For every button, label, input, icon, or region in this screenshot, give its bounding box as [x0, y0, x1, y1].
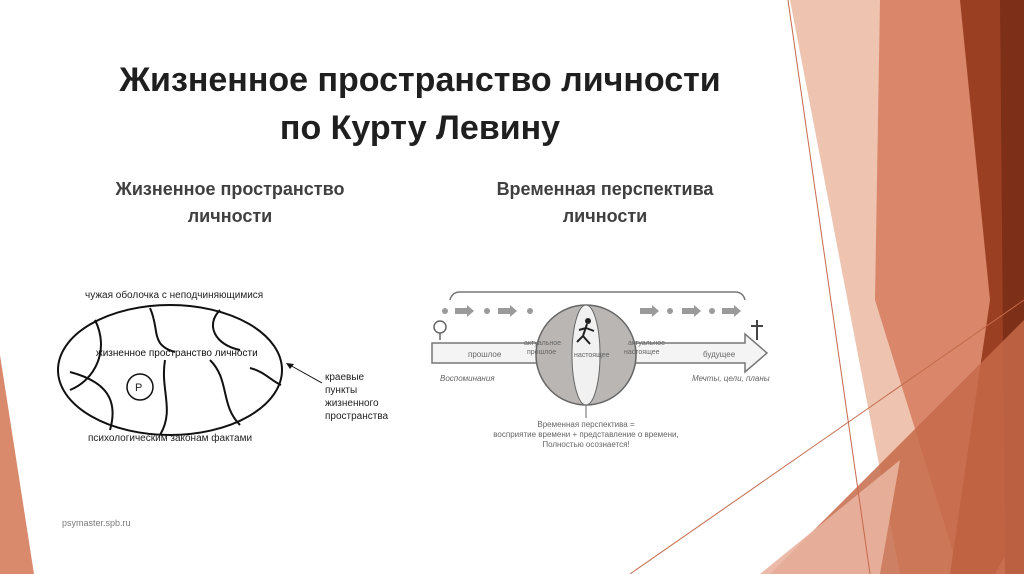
pointer-line — [287, 363, 323, 384]
title-line-2: по Курту Левину — [279, 109, 561, 147]
cross-icon — [751, 320, 763, 340]
edge-label-line-2: пункты — [325, 385, 357, 396]
label-actual-past-1: актуальное — [524, 340, 561, 347]
slide-title: Жизненное пространство личности по Курту… — [60, 56, 780, 152]
right-panel-bottom — [770, 320, 1024, 574]
caption-line-3: Полностью осознается! — [542, 440, 629, 449]
life-space-outline — [57, 304, 283, 436]
thin-line-1 — [787, 0, 871, 574]
label-psych-laws: психологическим законам фактами — [88, 432, 252, 444]
region-boundary — [69, 319, 102, 391]
label-actual-present-2: настоящее — [624, 349, 660, 356]
label-future: будущее — [703, 350, 736, 359]
running-figure-icon — [576, 318, 595, 345]
right-heading: Временная перспектива личности — [496, 179, 714, 226]
label-memories: Воспоминания — [440, 374, 495, 383]
life-space-diagram — [57, 304, 323, 436]
label-alien-shell: чужая оболочка с неподчиняющимися — [85, 289, 263, 301]
edge-label-line-1: краевые — [325, 372, 365, 383]
dotted-arrow-row — [442, 305, 741, 317]
thin-line-2 — [629, 299, 1024, 574]
person-circle — [126, 373, 154, 401]
pointer-arrowhead — [286, 363, 294, 369]
label-life-space: жизненное пространство личности — [96, 348, 258, 359]
left-heading: Жизненное пространство личности — [115, 179, 345, 226]
region-boundary — [209, 359, 241, 426]
label-present: настоящее — [574, 352, 610, 359]
caption-line-2: восприятие времени + представление о вре… — [493, 430, 678, 439]
time-perspective-diagram: прошлое актуальное прошлое настоящее акт… — [431, 291, 770, 449]
region-boundary — [149, 307, 176, 353]
person-label: Р — [135, 382, 142, 394]
region-boundary — [159, 359, 168, 436]
left-corner-shape — [0, 355, 34, 574]
caption-line-1: Временная перспектива = — [537, 420, 635, 429]
label-actual-past-2: прошлое — [527, 349, 556, 356]
right-panel-bottom-light — [760, 460, 900, 574]
footer-source: psymaster.spb.ru — [62, 518, 131, 528]
title-line-1: Жизненное пространство личности — [119, 61, 721, 99]
head-icon — [433, 320, 447, 340]
region-boundary — [211, 309, 241, 351]
top-brace — [449, 291, 746, 301]
region-boundary — [69, 371, 114, 431]
edge-label-line-3: жизненного — [325, 398, 379, 409]
label-dreams: Мечты, цели, планы — [692, 374, 770, 383]
label-actual-present-1: актуальное — [628, 340, 665, 347]
edge-label-line-4: пространства — [325, 411, 389, 422]
region-boundary — [249, 367, 282, 386]
label-past: прошлое — [468, 350, 502, 359]
